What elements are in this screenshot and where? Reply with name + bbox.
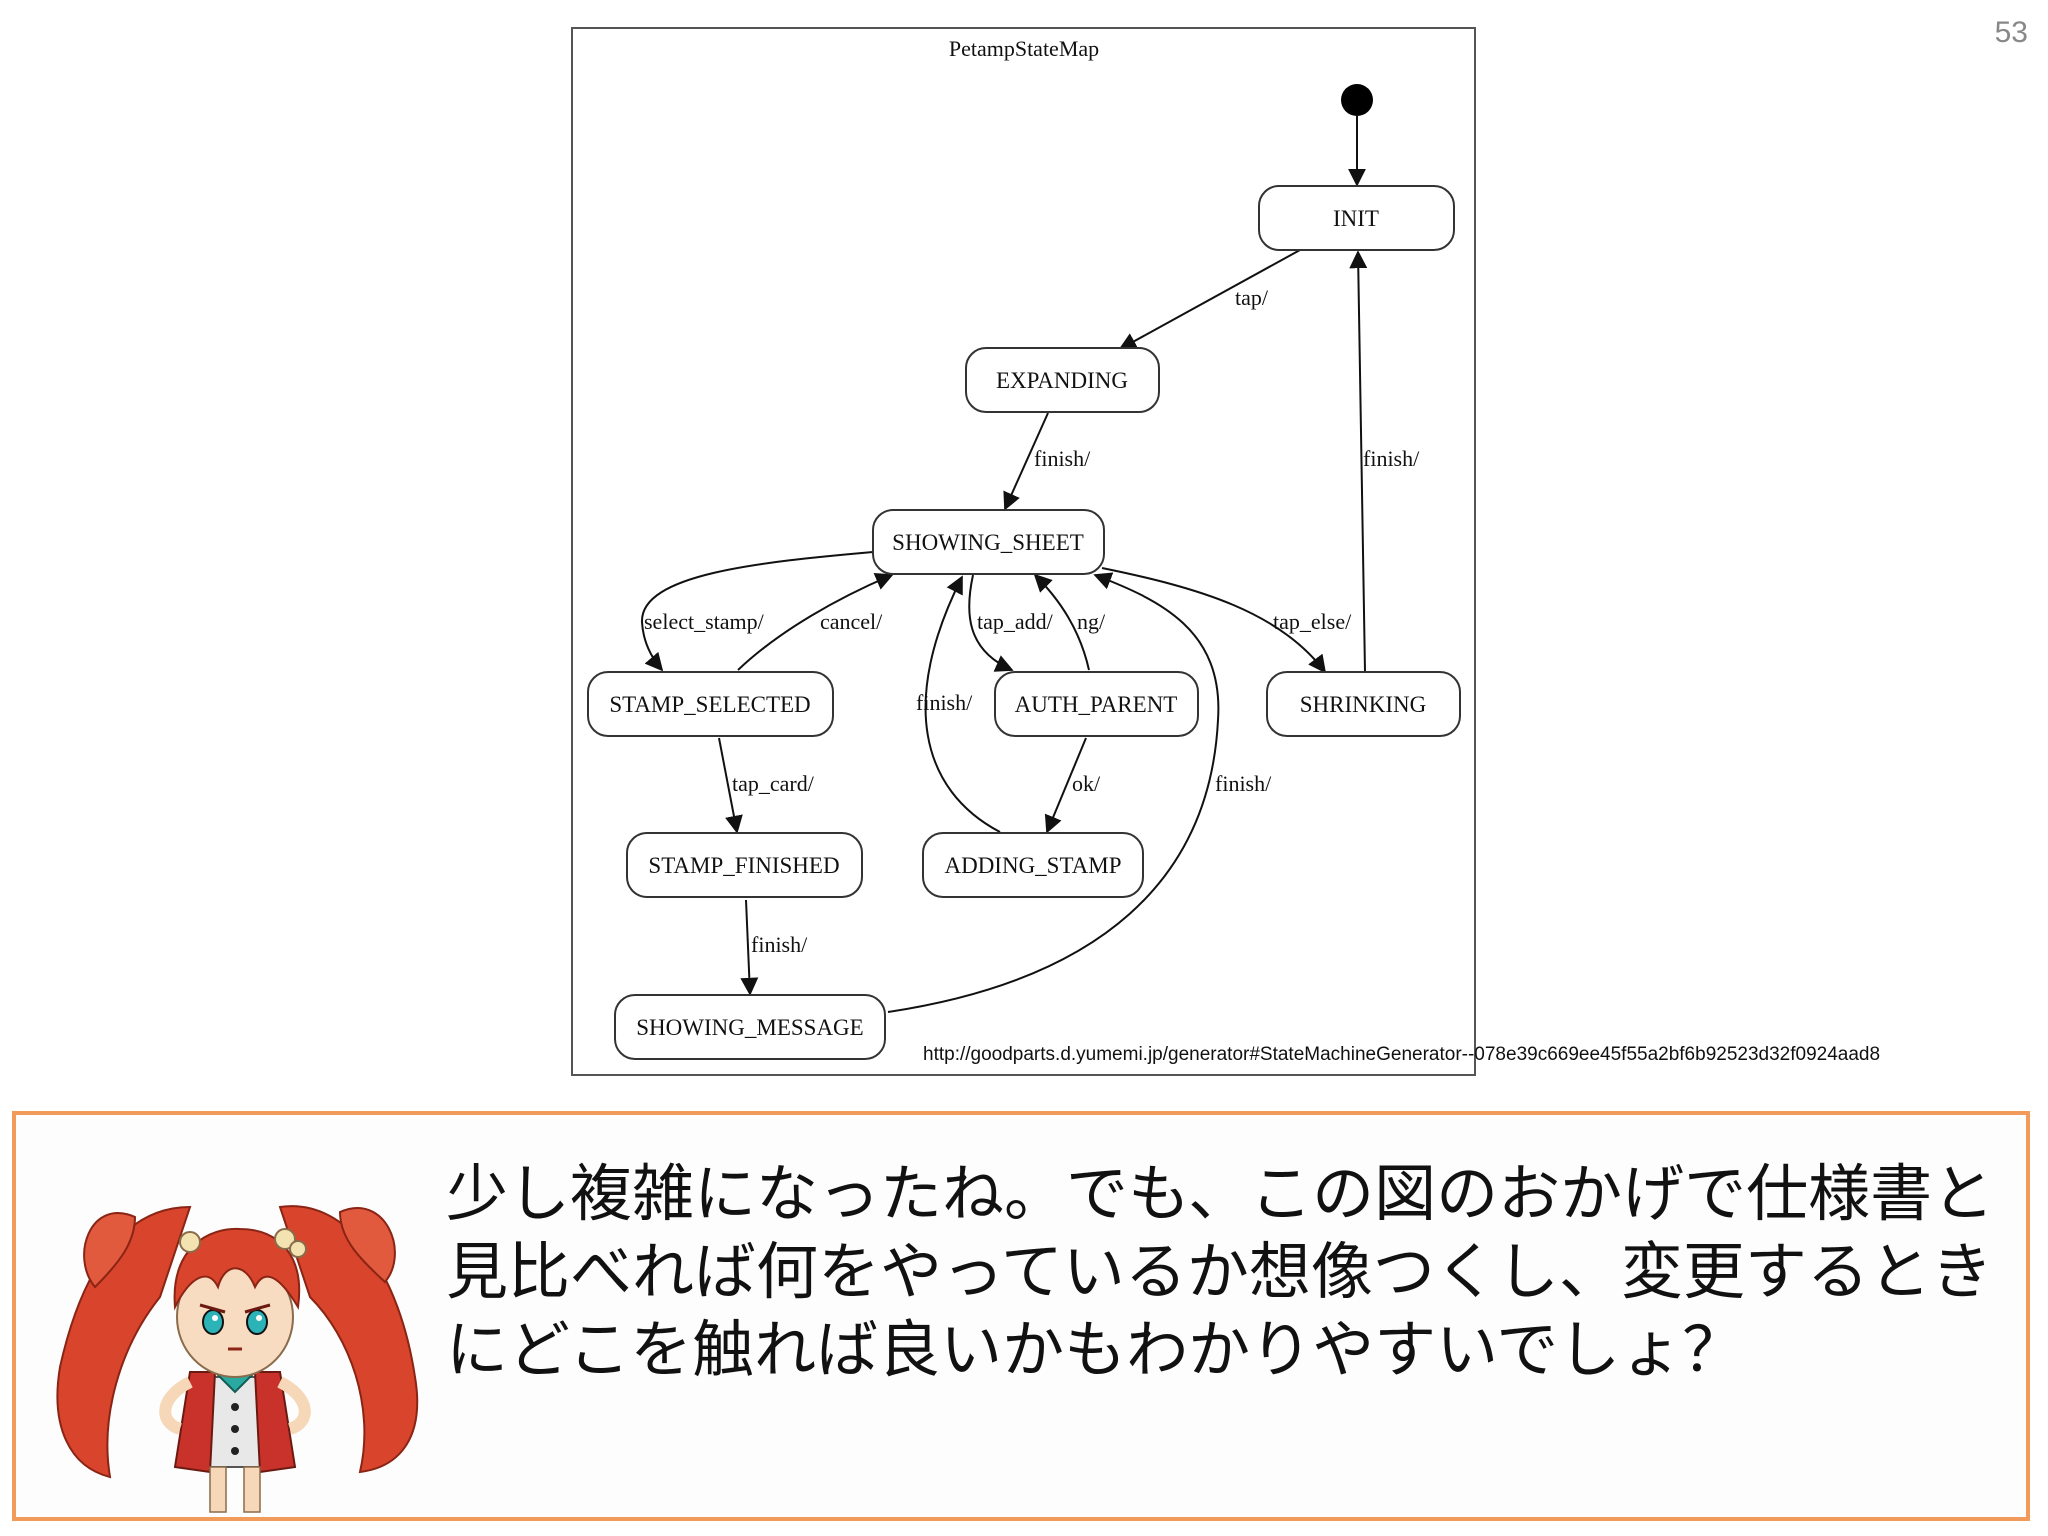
state-adding-stamp: ADDING_STAMP	[922, 832, 1144, 898]
edge-cancel	[737, 573, 894, 671]
edge-label-finish-expanding: finish/	[1034, 446, 1091, 471]
state-expanding: EXPANDING	[965, 347, 1160, 413]
edge-label-ok: ok/	[1072, 771, 1101, 796]
edge-shrinking-init	[1349, 250, 1368, 673]
edge-tap-else	[1101, 567, 1327, 674]
state-label: INIT	[1333, 206, 1379, 231]
edge-label-cancel: cancel/	[820, 609, 883, 634]
edge-label-tap-else: tap_else/	[1273, 609, 1352, 634]
edge-stamp-finished-message	[740, 899, 759, 996]
edge-label-tap-add: tap_add/	[977, 609, 1054, 634]
diagram-title: PetampStateMap	[949, 36, 1099, 61]
edge-stamp-selected-finished	[718, 737, 743, 834]
edge-auth-ok	[1044, 737, 1087, 834]
edge-ng	[1033, 573, 1090, 671]
state-diagram: PetampStateMap tap/ finish/ finish/ sele…	[571, 27, 1880, 1076]
edge-label-select-stamp: select_stamp/	[644, 609, 765, 634]
edge-label-tap: tap/	[1235, 285, 1269, 310]
state-stamp-selected: STAMP_SELECTED	[587, 671, 834, 737]
edge-label-finish-stamp: finish/	[751, 932, 808, 957]
state-label: STAMP_SELECTED	[609, 692, 810, 717]
state-label: SHRINKING	[1300, 692, 1427, 717]
edge-tap-add	[968, 574, 1014, 672]
state-stamp-finished: STAMP_FINISHED	[626, 832, 863, 898]
edge-label-finish-message: finish/	[1215, 771, 1272, 796]
state-label: SHOWING_SHEET	[892, 530, 1084, 555]
state-showing-message: SHOWING_MESSAGE	[614, 994, 886, 1060]
state-label: ADDING_STAMP	[944, 853, 1121, 878]
edge-init-expanding	[1118, 249, 1301, 350]
state-shrinking: SHRINKING	[1266, 671, 1461, 737]
initial-state-dot	[1341, 84, 1373, 116]
edge-label-tap-card: tap_card/	[732, 771, 815, 796]
edge-label-finish-shrinking: finish/	[1363, 446, 1420, 471]
state-showing-sheet: SHOWING_SHEET	[872, 509, 1105, 575]
edge-message-to-sheet	[887, 572, 1220, 1013]
character-illustration	[40, 1167, 430, 1517]
caption-text: 少し複雑になったね。でも、この図のおかげで仕様書と見比べれば何をやっているか想像…	[446, 1157, 1995, 1386]
state-label: SHOWING_MESSAGE	[636, 1015, 863, 1040]
edge-label-ng: ng/	[1077, 609, 1106, 634]
state-auth-parent: AUTH_PARENT	[994, 671, 1199, 737]
source-url: http://goodparts.d.yumemi.jp/generator#S…	[923, 1044, 1880, 1065]
page-number: 53	[1994, 16, 2028, 49]
edge-adding-to-sheet	[924, 575, 1001, 833]
caption-box: 少し複雑になったね。でも、この図のおかげで仕様書と見比べれば何をやっているか想像…	[12, 1111, 2030, 1521]
state-label: EXPANDING	[996, 368, 1128, 393]
edge-expanding-showing-sheet	[1003, 412, 1049, 511]
edge-select-stamp	[640, 551, 874, 672]
state-label: STAMP_FINISHED	[648, 853, 839, 878]
edge-label-finish-adding: finish/	[916, 690, 973, 715]
state-init: INIT	[1258, 185, 1455, 251]
state-label: AUTH_PARENT	[1015, 692, 1178, 717]
